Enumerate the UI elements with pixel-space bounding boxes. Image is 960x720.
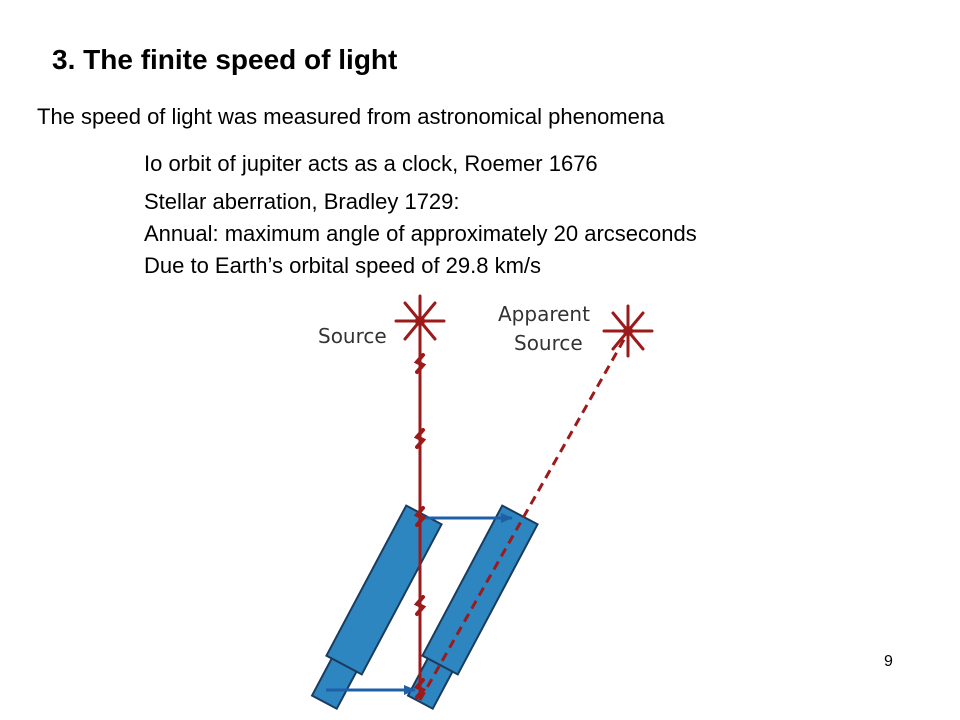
- apparent-source-label-line1: Apparent: [498, 302, 590, 326]
- point-roemer: Io orbit of jupiter acts as a clock, Roe…: [144, 151, 598, 176]
- photon-marker: [413, 353, 427, 374]
- point-bradley: Stellar aberration, Bradley 1729:: [144, 189, 460, 214]
- apparent-source-star-icon: [602, 304, 654, 358]
- source-star-icon: [394, 294, 446, 348]
- photon-marker: [413, 428, 427, 449]
- slide-title: 3. The finite speed of light: [52, 44, 398, 75]
- intro-text: The speed of light was measured from ast…: [37, 104, 665, 129]
- photon-markers: [413, 353, 427, 699]
- apparent-source-label-line2: Source: [514, 331, 583, 355]
- point-orbital-speed: Due to Earth’s orbital speed of 29.8 km/…: [144, 253, 542, 278]
- photon-marker: [413, 595, 427, 616]
- source-label: Source: [318, 324, 387, 348]
- photon-marker: [413, 506, 427, 527]
- page-number: 9: [884, 653, 893, 670]
- photon-marker: [413, 678, 427, 699]
- point-annual-angle: Annual: maximum angle of approximately 2…: [144, 221, 697, 246]
- apparent-ray-dashed: [418, 335, 628, 701]
